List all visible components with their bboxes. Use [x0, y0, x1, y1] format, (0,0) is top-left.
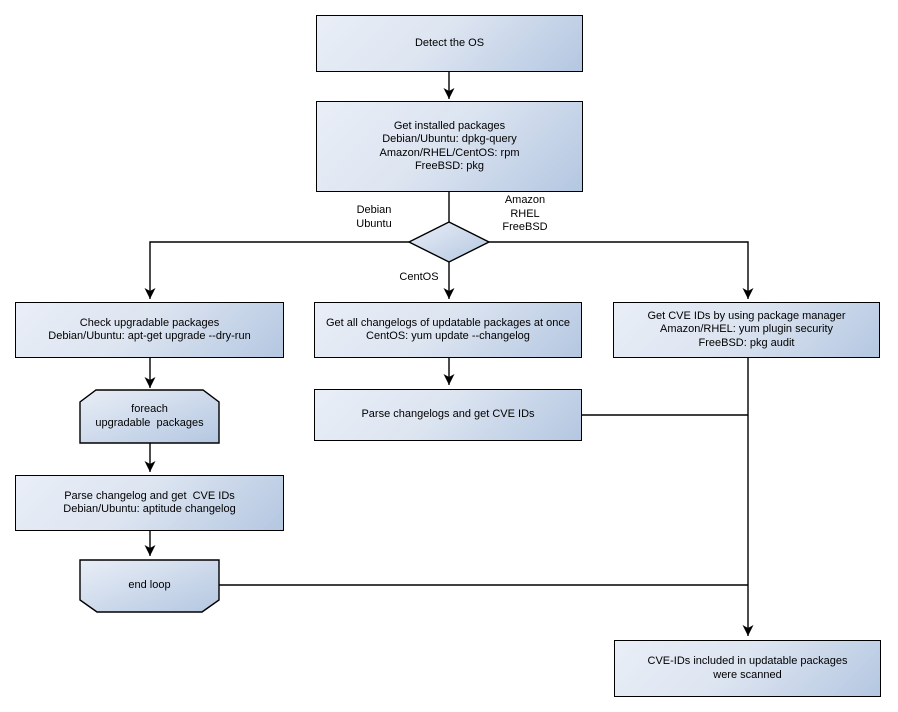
node-cve-ids-scanned: CVE-IDs included in updatable packages w…: [614, 640, 881, 697]
node-get-cve-ids-package-manager: Get CVE IDs by using package manager Ama…: [613, 302, 880, 358]
end-loop-label: end loop: [128, 579, 171, 592]
edge-decision-to-check-upgradable: [144, 241, 409, 299]
node-detect-os: Detect the OS: [316, 15, 583, 72]
edge-label-centos: CentOS: [399, 271, 439, 283]
node-get-installed-packages: Get installed packages Debian/Ubuntu: dp…: [316, 101, 583, 192]
edge-decision-to-get-cve-ids: [489, 241, 754, 299]
node-check-upgradable-packages: Check upgradable packages Debian/Ubuntu:…: [15, 302, 284, 358]
foreach-loop-shape: [79, 389, 220, 444]
edge-label-amazon-rhel-freebsd: Amazon RHEL FreeBSD: [502, 194, 548, 233]
os-decision-diamond: [407, 221, 491, 263]
end-loop-shape: [79, 559, 220, 613]
node-parse-changelog-debian: Parse changelog and get CVE IDs Debian/U…: [15, 475, 284, 531]
node-get-all-changelogs: Get all changelogs of updatable packages…: [314, 302, 582, 358]
edge-label-debian-ubuntu: Debian Ubuntu: [356, 204, 392, 230]
node-parse-changelogs: Parse changelogs and get CVE IDs: [314, 389, 582, 441]
foreach-loop-label: foreach upgradable packages: [95, 403, 204, 429]
